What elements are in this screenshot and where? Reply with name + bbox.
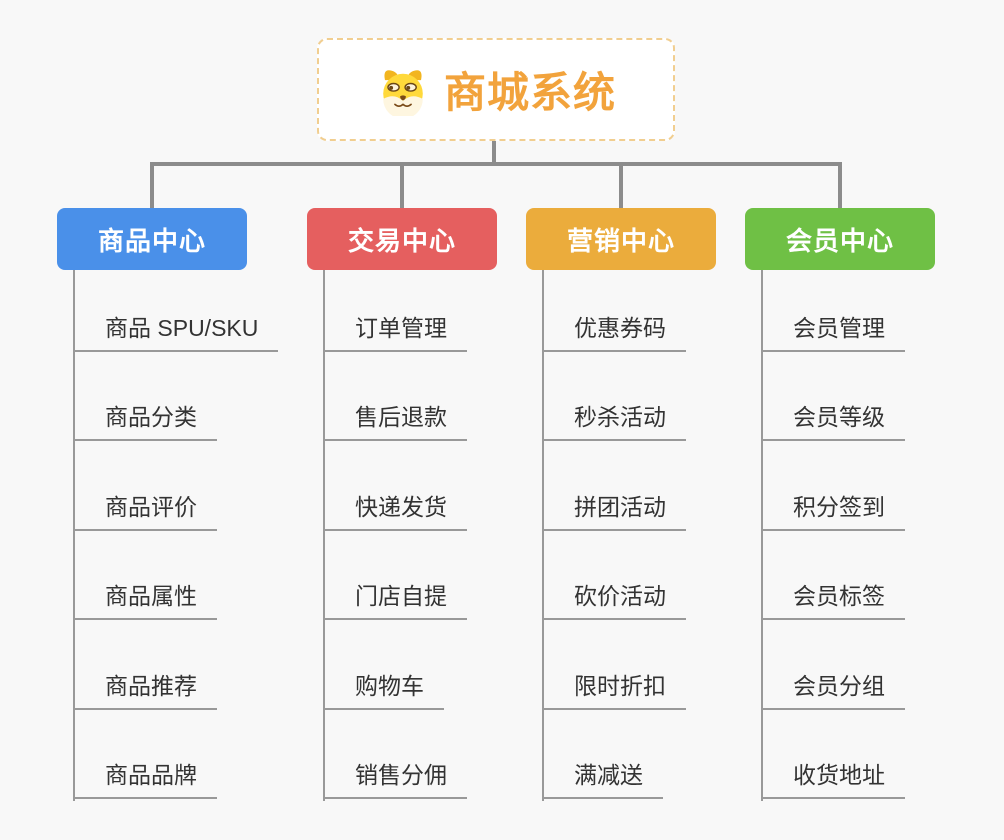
connector-horizontal-bar	[150, 162, 842, 166]
branch-product-center: 商品中心 商品 SPU/SKU 商品分类商品评价商品属性商品推荐商品品牌	[57, 208, 307, 818]
branch-items: 会员管理会员等级积分签到会员标签会员分组收货地址	[745, 208, 995, 818]
branch-item[interactable]: 订单管理	[323, 304, 467, 352]
branch-line	[73, 270, 75, 801]
connector-root-stem	[492, 141, 496, 166]
branch-item[interactable]: 砍价活动	[542, 572, 686, 620]
branch-items: 订单管理售后退款快递发货门店自提购物车销售分佣	[307, 208, 557, 818]
branch-marketing-center: 营销中心 优惠券码秒杀活动拼团活动砍价活动限时折扣满减送	[526, 208, 776, 818]
branch-item[interactable]: 快递发货	[323, 483, 467, 531]
branch-item[interactable]: 会员管理	[761, 304, 905, 352]
root-title: 商城系统	[443, 69, 616, 116]
branch-header-trade-center[interactable]: 交易中心	[307, 208, 497, 270]
branch-item[interactable]: 会员分组	[761, 662, 905, 710]
branch-header-member-center[interactable]: 会员中心	[745, 208, 935, 270]
connector-drop-product	[150, 164, 154, 208]
connector-drop-marketing	[619, 164, 623, 208]
dog-face-icon	[383, 69, 423, 116]
branch-member-center: 会员中心 会员管理会员等级积分签到会员标签会员分组收货地址	[745, 208, 995, 818]
branch-line	[542, 270, 544, 801]
branch-item[interactable]: 门店自提	[323, 572, 467, 620]
branch-trade-center: 交易中心 订单管理售后退款快递发货门店自提购物车销售分佣	[307, 208, 557, 818]
branch-item[interactable]: 限时折扣	[542, 662, 686, 710]
branch-item[interactable]: 商品品牌	[73, 751, 217, 799]
branch-item[interactable]: 会员标签	[761, 572, 905, 620]
branch-item[interactable]: 售后退款	[323, 393, 467, 441]
branch-line	[323, 270, 325, 801]
branch-header-product-center[interactable]: 商品中心	[57, 208, 247, 270]
root-node[interactable]: 商城系统	[317, 38, 675, 141]
branch-item[interactable]: 积分签到	[761, 483, 905, 531]
branch-item[interactable]: 购物车	[323, 662, 444, 710]
branch-item[interactable]: 会员等级	[761, 393, 905, 441]
branch-items: 商品 SPU/SKU 商品分类商品评价商品属性商品推荐商品品牌	[57, 208, 307, 818]
branch-item[interactable]: 商品 SPU/SKU	[73, 304, 279, 352]
branch-line	[761, 270, 763, 801]
branch-item[interactable]: 销售分佣	[323, 751, 467, 799]
branch-item[interactable]: 满减送	[542, 751, 663, 799]
branch-header-marketing-center[interactable]: 营销中心	[526, 208, 716, 270]
connector-drop-trade	[400, 164, 404, 208]
branch-item[interactable]: 优惠券码	[542, 304, 686, 352]
connector-drop-member	[838, 164, 842, 208]
branch-item[interactable]: 商品评价	[73, 483, 217, 531]
branch-item[interactable]: 秒杀活动	[542, 393, 686, 441]
branch-item[interactable]: 商品分类	[73, 393, 217, 441]
branch-item[interactable]: 商品属性	[73, 572, 217, 620]
branch-item[interactable]: 收货地址	[761, 751, 905, 799]
branch-items: 优惠券码秒杀活动拼团活动砍价活动限时折扣满减送	[526, 208, 776, 818]
branch-item[interactable]: 拼团活动	[542, 483, 686, 531]
branch-item[interactable]: 商品推荐	[73, 662, 217, 710]
